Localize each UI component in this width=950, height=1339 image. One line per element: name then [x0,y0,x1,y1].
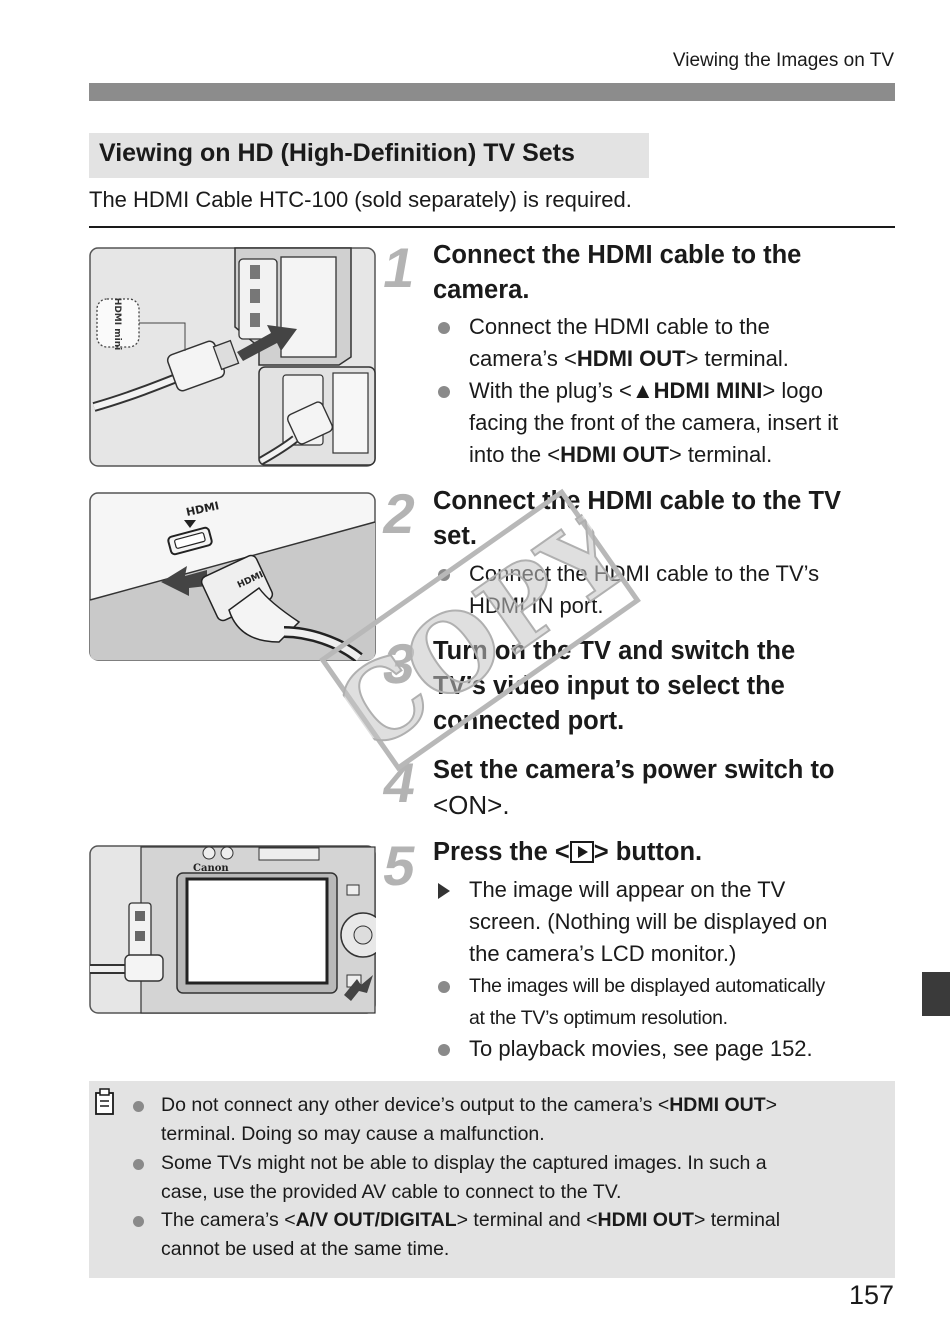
result-arrow-icon [438,883,450,899]
section-title: Viewing on HD (High-Definition) TV Sets [99,139,575,167]
memo-note-icon [95,1088,114,1115]
intro-text: The HDMI Cable HTC-100 (sold separately)… [89,187,632,212]
bullet-dot-icon [438,386,450,398]
figure-camera-hdmi-connection: HDMI mini [89,247,376,467]
step-5-title: Press the <> button. [433,838,703,866]
step-5-bullet-2: To playback movies, see page 152. [438,1033,898,1065]
step-1-number: 1 [378,236,421,299]
section-title-box [89,133,649,178]
note-item-1: Do not connect any other device’s output… [133,1091,878,1149]
bullet-dot-icon [438,322,450,334]
playback-button-icon [569,841,594,863]
step-5-number: 5 [378,834,421,897]
camera-brand-label: Canon [193,863,229,874]
chapter-side-tab [922,972,950,1016]
figure-camera-back: Canon [89,845,376,1014]
bullet-dot-icon [438,981,450,993]
caution-note-box [89,1081,895,1278]
header-bar [89,83,895,101]
bullet-dot-icon [133,1101,144,1112]
figure-tv-hdmi-connection: HDMI HDMI [89,492,376,661]
bullet-dot-icon [133,1216,144,1227]
hdmi-mini-label: HDMI mini [112,298,122,350]
bullet-dot-icon [133,1159,144,1170]
section-rule [89,226,895,228]
running-head: Viewing the Images on TV [672,50,894,71]
step-4-title: Set the camera’s power switch to<ON>. [433,756,835,820]
step-5-bullet-1: The images will be displayed automatical… [438,970,898,1034]
page-number: 157 [848,1280,894,1310]
note-item-3: The camera’s <A/V OUT/DIGITAL> terminal … [133,1206,878,1264]
bullet-dot-icon [438,1044,450,1056]
note-item-2: Some TVs might not be able to display th… [133,1149,878,1207]
step-2-number: 2 [378,482,421,545]
